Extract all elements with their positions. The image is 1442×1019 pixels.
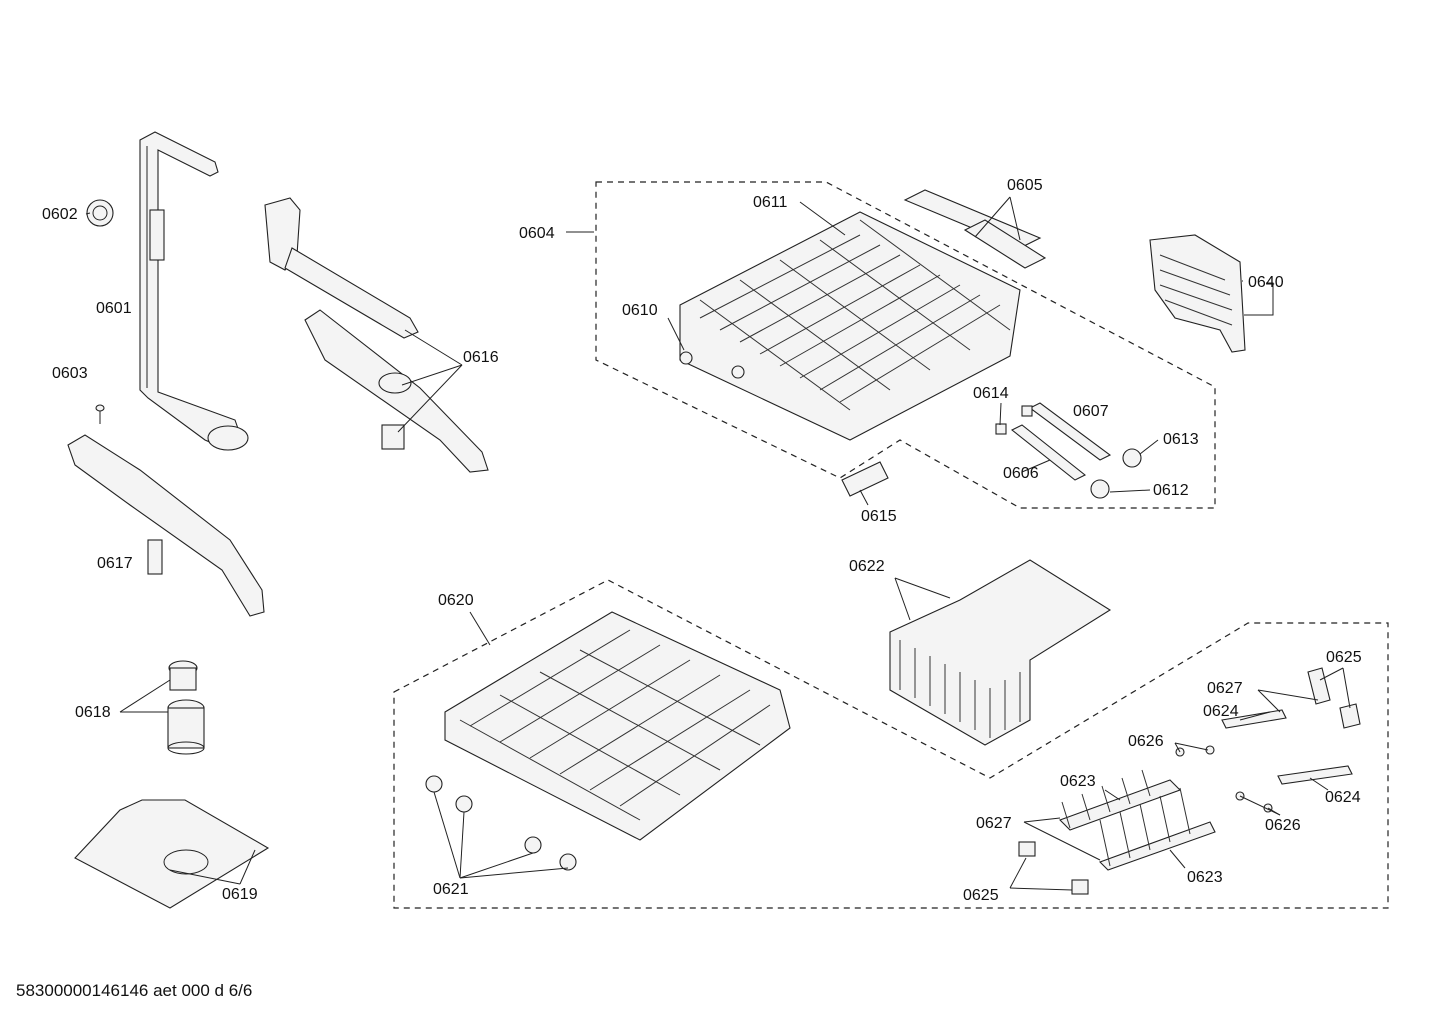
label-0617: 0617	[97, 555, 133, 572]
label-0604: 0604	[519, 225, 555, 242]
label-0619: 0619	[222, 886, 258, 903]
label-0605: 0605	[1007, 177, 1043, 194]
label-0615: 0615	[861, 508, 897, 525]
label-0625-upper: 0625	[1326, 649, 1362, 666]
label-0607: 0607	[1073, 403, 1109, 420]
lower-rack-group-outline	[393, 579, 1389, 909]
screw-part	[95, 404, 105, 424]
label-0612: 0612	[1153, 482, 1189, 499]
label-0614: 0614	[973, 385, 1009, 402]
upper-basket-part	[679, 211, 1021, 441]
cutlery-side-basket-part	[1149, 234, 1246, 353]
lower-basket-part	[444, 611, 791, 841]
label-0624-lower: 0624	[1325, 789, 1361, 806]
upper-spray-arm-part	[264, 197, 489, 473]
label-0618: 0618	[75, 704, 111, 721]
label-0602: 0602	[42, 206, 78, 223]
label-0623-lower: 0623	[1187, 869, 1223, 886]
label-0601: 0601	[96, 300, 132, 317]
label-0624-upper: 0624	[1203, 703, 1239, 720]
handle-part	[841, 461, 889, 497]
cutlery-basket-part	[889, 559, 1112, 746]
knob-0613	[1122, 448, 1142, 468]
folding-rack-parts	[1018, 667, 1361, 895]
label-0640: 0640	[1248, 274, 1284, 291]
label-0620: 0620	[438, 592, 474, 609]
label-0603: 0603	[52, 365, 88, 382]
spray-tube-part	[139, 131, 249, 451]
label-0613: 0613	[1163, 431, 1199, 448]
label-0621: 0621	[433, 881, 469, 898]
label-0625-lower: 0625	[963, 887, 999, 904]
label-0627-lower: 0627	[976, 815, 1012, 832]
label-0627-upper: 0627	[1207, 680, 1243, 697]
document-footer-code: 58300000146146 aet 000 d 6/6	[16, 981, 253, 1000]
label-0616: 0616	[463, 349, 499, 366]
flat-filter-part	[74, 799, 270, 909]
lower-spray-arm-part	[67, 434, 265, 617]
label-0611: 0611	[753, 194, 788, 211]
knob-0612	[1090, 479, 1110, 499]
cup-shelf-parts	[903, 189, 1047, 269]
label-0626-left: 0626	[1128, 733, 1164, 750]
filter-parts	[167, 660, 205, 755]
label-0626-right: 0626	[1265, 817, 1301, 834]
wheel-parts	[425, 775, 577, 871]
upper-rack-group-outline	[595, 181, 1216, 509]
label-0606: 0606	[1003, 465, 1039, 482]
cap-part	[86, 199, 114, 227]
cup-rack-parts	[995, 402, 1112, 481]
label-0610: 0610	[622, 302, 658, 319]
leader-lines	[85, 196, 1351, 891]
label-0622: 0622	[849, 558, 885, 575]
label-0623-upper: 0623	[1060, 773, 1096, 790]
